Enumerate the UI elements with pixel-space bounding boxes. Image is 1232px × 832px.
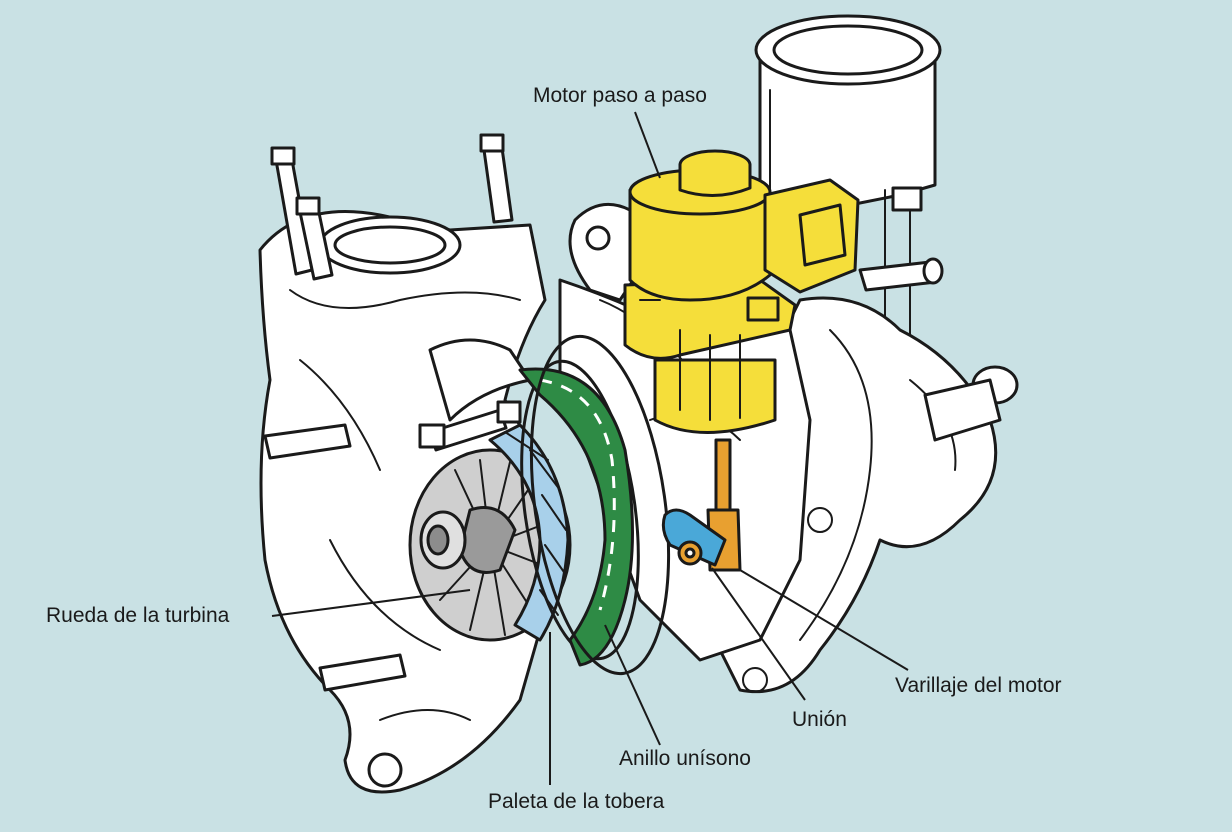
leader-anillo-unisono bbox=[604, 624, 661, 746]
unison-ring bbox=[518, 334, 671, 676]
compressor-outlet-tube bbox=[754, 14, 942, 381]
leader-varillaje-motor bbox=[739, 569, 909, 671]
union-link bbox=[661, 508, 727, 567]
label-union: Unión bbox=[792, 708, 847, 731]
mounting-studs bbox=[263, 133, 522, 692]
leader-lines bbox=[271, 111, 909, 785]
leader-union bbox=[711, 567, 806, 701]
turbine-housing bbox=[258, 210, 562, 794]
label-motor-paso: Motor paso a paso bbox=[533, 84, 707, 107]
label-paleta-tobera: Paleta de la tobera bbox=[488, 790, 665, 813]
leader-rueda-turbina bbox=[271, 589, 471, 617]
label-anillo-unisono: Anillo unísono bbox=[619, 747, 751, 770]
stepper-motor bbox=[623, 149, 860, 434]
leader-motor-paso bbox=[634, 111, 661, 179]
label-varillaje-motor: Varillaje del motor bbox=[895, 674, 1062, 697]
label-rueda-turbina: Rueda de la turbina bbox=[46, 604, 230, 627]
